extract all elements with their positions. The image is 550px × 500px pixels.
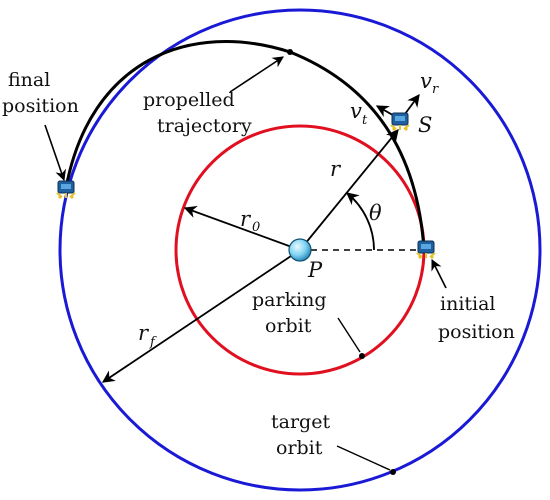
parking-orbit-label-line2: orbit: [265, 315, 312, 337]
current-position-satellite-icon: [390, 112, 410, 132]
radius-rf-arrow: [101, 249, 301, 383]
radius-rf-symbol: r: [138, 321, 150, 345]
final-position-satellite-icon: [56, 180, 76, 200]
theta-arc: [346, 192, 375, 251]
parking-orbit-point: [359, 353, 365, 359]
radius-r0-arrow: [183, 205, 301, 251]
initial-position-label-line2: position: [438, 321, 515, 343]
parking-orbit-pointer: [337, 317, 361, 353]
radius-rf-subscript: f: [149, 335, 157, 350]
planet-sphere-icon: [288, 238, 312, 262]
velocity-radial-subscript: r: [432, 82, 439, 97]
target-orbit: [58, 8, 542, 492]
initial-position-pointer: [431, 258, 447, 289]
target-orbit-point: [390, 469, 396, 475]
spacecraft-symbol: S: [418, 113, 432, 137]
radius-r-arrow: [299, 129, 399, 251]
final-position-pointer: [44, 124, 67, 182]
initial-position-satellite-icon: [416, 240, 436, 260]
planet-symbol: P: [307, 258, 323, 282]
final-position-label-line1: final: [8, 69, 50, 91]
propelled-trajectory-label-line1: propelled: [143, 89, 235, 111]
radius-r0-subscript: 0: [252, 220, 260, 235]
initial-position-label-line1: initial: [440, 293, 496, 315]
target-orbit-label-line1: target: [271, 411, 330, 433]
velocity-tangential-symbol: v: [350, 99, 362, 123]
trajectory-pointer: [229, 56, 284, 93]
velocity-radial-symbol: v: [420, 69, 432, 93]
radius-r-symbol: r: [330, 157, 342, 181]
target-orbit-label-line2: orbit: [276, 437, 323, 459]
theta-symbol: θ: [369, 201, 382, 225]
parking-orbit-label-line1: parking: [252, 289, 327, 311]
propelled-trajectory-label-line2: trajectory: [157, 115, 252, 137]
final-position-label-line2: position: [2, 95, 79, 117]
radius-r0-symbol: r: [240, 207, 252, 231]
trajectory-point: [287, 49, 293, 55]
velocity-tangential-subscript: t: [362, 113, 368, 128]
target-orbit-pointer: [336, 445, 391, 471]
